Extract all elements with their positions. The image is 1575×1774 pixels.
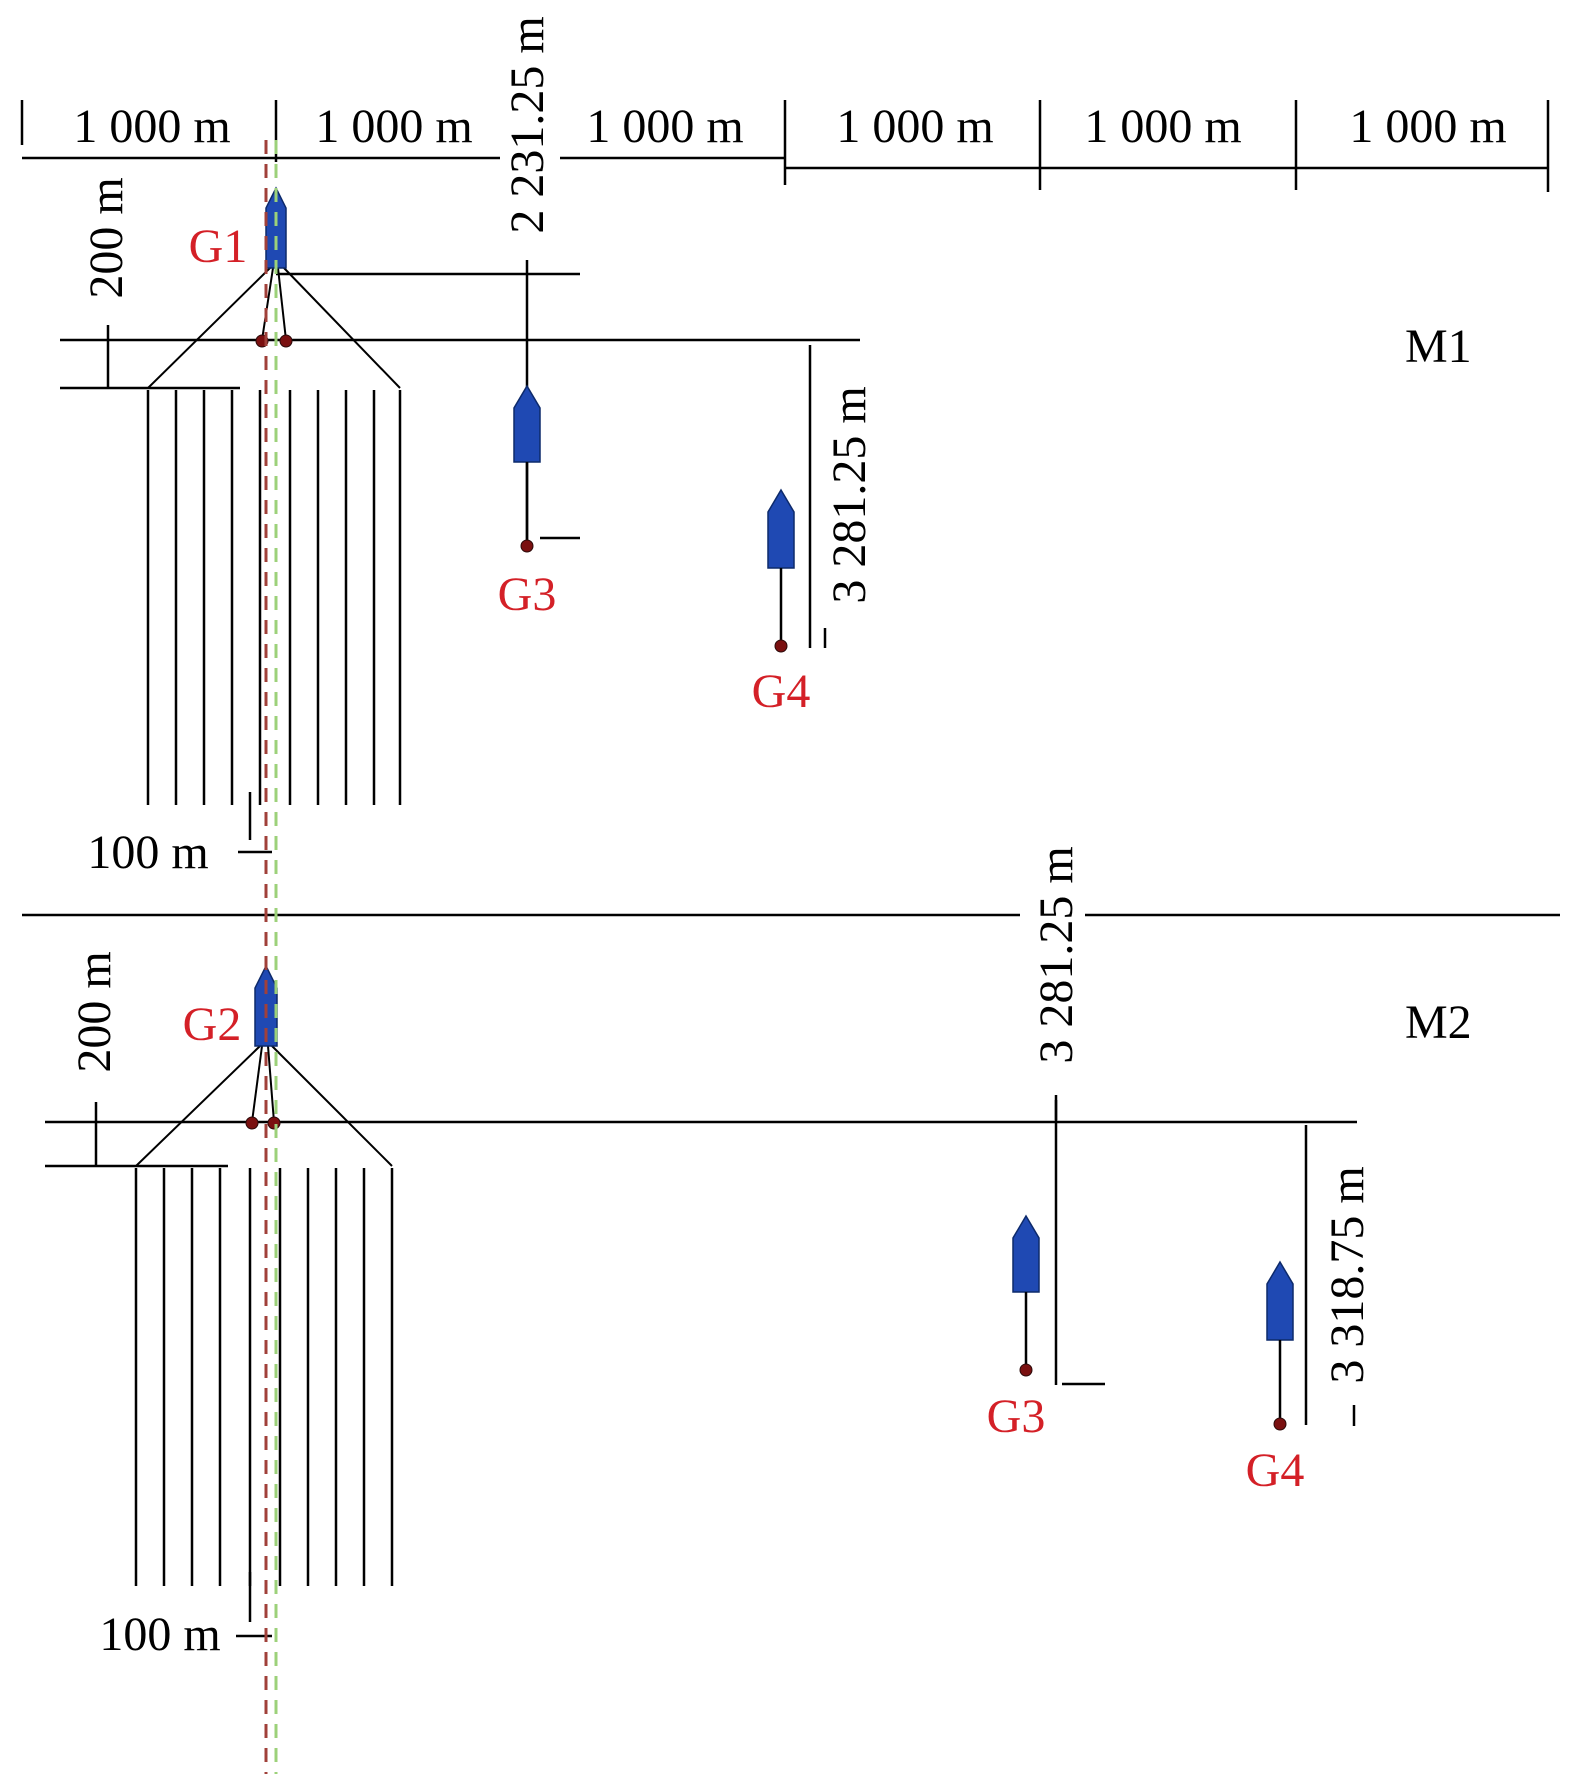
- m2-g3-label: G3: [987, 1390, 1046, 1443]
- m2-source-rope-left: [251, 1045, 263, 1123]
- m2-streamer-offset: 200 m: [68, 951, 121, 1072]
- m2-tow-rope-left: [135, 1045, 261, 1167]
- m2-source-rope-right: [267, 1045, 275, 1123]
- m2-g4-inline-distance: 3 318.75 m: [1321, 1166, 1374, 1383]
- m1-streamer-spacing: 100 m: [87, 826, 208, 879]
- m1-g4-inline-distance: 3 281.25 m: [823, 386, 876, 603]
- m2-section: M2 3 281.25 m 3 318.75 m 200 m: [45, 846, 1472, 1661]
- m1-source-dot-right: [279, 334, 293, 348]
- scale-label-5: 1 000 m: [1084, 100, 1241, 153]
- m1-source-rope-left: [261, 267, 274, 341]
- top-scale-bar: 1 000 m 1 000 m 1 000 m 1 000 m 1 000 m …: [20, 100, 1550, 192]
- m2-g3-source-dot: [1019, 1363, 1033, 1377]
- m2-g2-label: G2: [183, 998, 242, 1051]
- m2-title: M2: [1405, 996, 1472, 1049]
- m1-tow-rope-left: [147, 267, 271, 389]
- m2-g4-source-dot: [1273, 1417, 1287, 1431]
- scale-label-4: 1 000 m: [836, 100, 993, 153]
- m1-g3-vessel-icon: [513, 384, 541, 463]
- m1-g1-label: G1: [189, 220, 248, 273]
- m1-tow-rope-right: [283, 267, 401, 389]
- m1-g4-source-dot: [774, 639, 788, 653]
- m1-g4-label: G4: [752, 665, 811, 718]
- scale-label-1: 1 000 m: [73, 100, 230, 153]
- m2-streamer-spacing: 100 m: [99, 1608, 220, 1661]
- m1-streamer-offset: 200 m: [80, 177, 133, 298]
- m1-title: M1: [1405, 320, 1472, 373]
- m2-g4-vessel-icon: [1266, 1260, 1294, 1341]
- m1-g3-label: G3: [498, 568, 557, 621]
- m2-g3-inline-distance: 3 281.25 m: [1030, 846, 1083, 1063]
- m2-g4-label: G4: [1246, 1444, 1305, 1497]
- m2-source-dot-left: [245, 1116, 259, 1130]
- m1-g4-vessel-icon: [767, 488, 795, 569]
- scale-label-6: 1 000 m: [1349, 100, 1506, 153]
- m1-source-rope-right: [277, 267, 287, 341]
- scale-label-2: 1 000 m: [315, 100, 472, 153]
- m2-g3-vessel-icon: [1012, 1214, 1040, 1293]
- m2-tow-rope-right: [271, 1045, 393, 1167]
- m2-source-dot-right: [267, 1116, 281, 1130]
- m1-g3-inline-distance: 2 231.25 m: [501, 16, 554, 233]
- m1-g3-source-dot: [520, 539, 534, 553]
- m1-section: M1 2 231.25 m 3 281.25 m 200 m: [60, 16, 1472, 879]
- scale-label-3: 1 000 m: [586, 100, 743, 153]
